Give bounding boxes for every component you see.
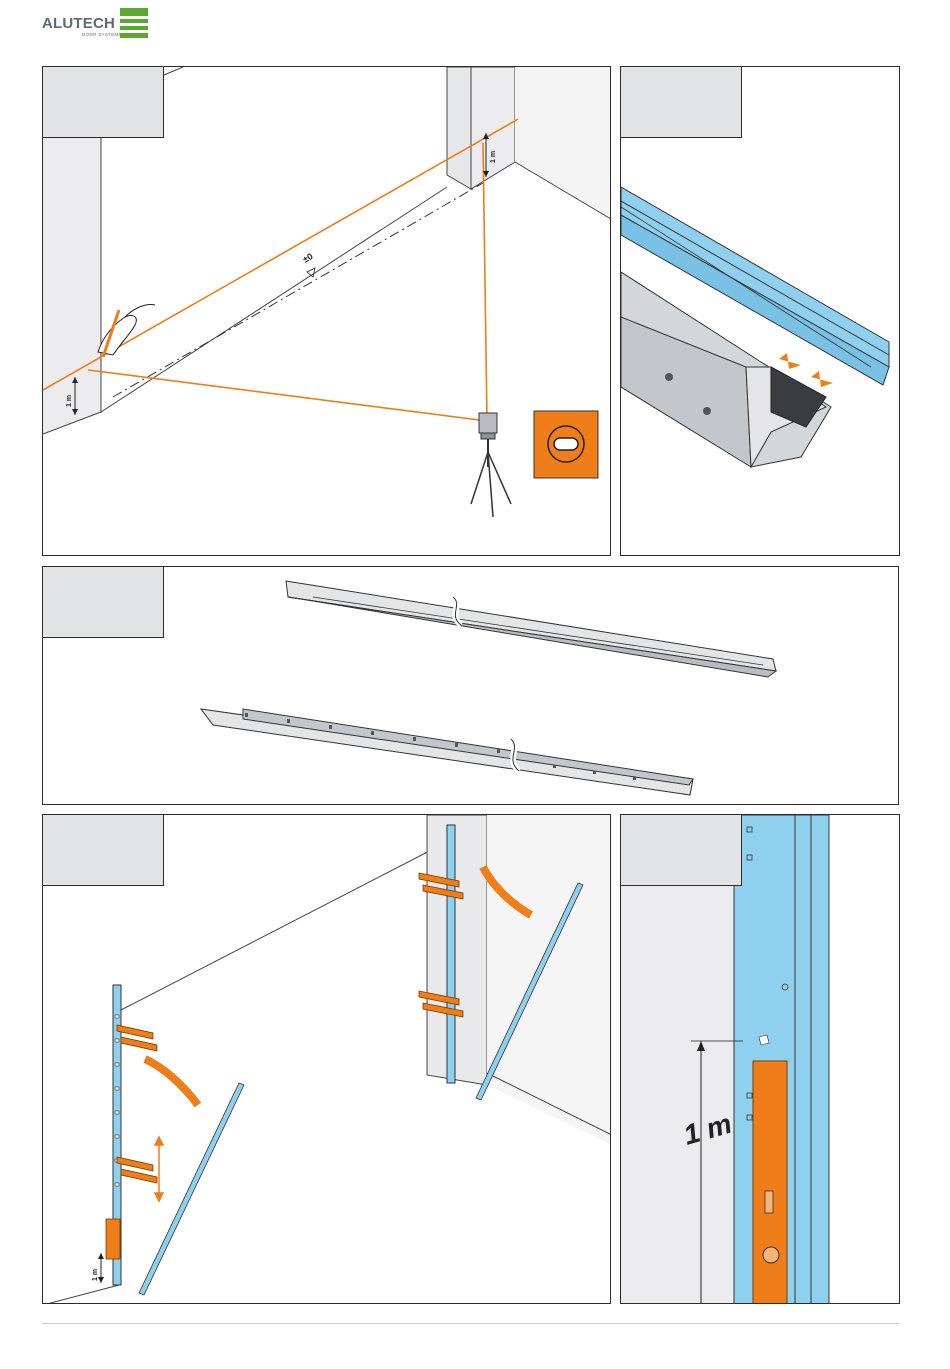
brand-name: ALUTECH	[42, 15, 115, 32]
step-tab	[43, 67, 164, 138]
adjust-arrow-icon	[155, 1137, 163, 1201]
spirit-level-icon	[753, 1061, 787, 1304]
brand-subtitle: DOOR SYSTEMS	[82, 32, 122, 37]
insert-arrow-icon	[779, 353, 801, 369]
insert-arrow-icon-2	[811, 371, 833, 387]
step-panel-laser-marking: ±0 1 m 1 m	[42, 66, 611, 556]
step-tab	[43, 567, 164, 638]
profiles-illustration	[43, 567, 899, 805]
step-tab	[621, 815, 742, 886]
rail-mounting-illustration: 1 m	[43, 815, 611, 1304]
height-label: 1 m	[92, 1269, 99, 1281]
height-label-right: 1 m	[490, 151, 497, 163]
step-panel-profiles	[42, 566, 899, 805]
laser-marking-illustration: ±0 1 m 1 m	[43, 67, 611, 556]
step-tab	[43, 815, 164, 886]
height-label-left: 1 m	[66, 395, 73, 407]
level-zero-label: ±0	[301, 251, 315, 265]
level-check-illustration: 1 m	[621, 815, 900, 1304]
tripod-laser-icon	[471, 413, 511, 517]
laser-switch-icon	[534, 411, 598, 478]
step-tab	[621, 67, 742, 138]
step-panel-level-check: 1 m	[620, 814, 900, 1304]
footer-divider	[42, 1323, 899, 1324]
profile-insert-illustration	[621, 67, 900, 556]
brand-logo: ALUTECH DOOR SYSTEMS	[42, 8, 162, 40]
step-panel-rail-mounting: 1 m	[42, 814, 611, 1304]
rotate-arrow-icon-2	[145, 1059, 198, 1105]
brand-mark-icon	[120, 8, 148, 38]
step-panel-profile-insert	[620, 66, 900, 556]
